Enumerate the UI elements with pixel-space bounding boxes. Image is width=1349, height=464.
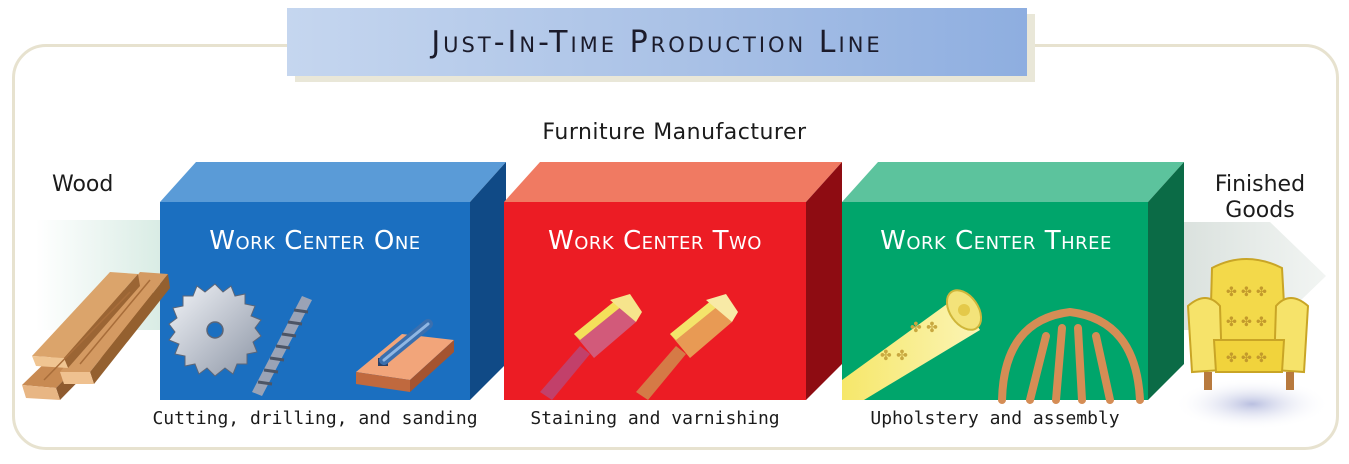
svg-text:✤ ✤ ✤: ✤ ✤ ✤	[1226, 315, 1267, 330]
sanding-block-icon	[356, 319, 454, 392]
diagram-title: Just-In-Time Production Line	[431, 24, 883, 60]
drill-bit-icon	[252, 296, 312, 396]
chair-frame-icon	[998, 307, 1144, 404]
wood-planks-icon	[22, 272, 170, 400]
subtitle: Furniture Manufacturer	[542, 120, 807, 145]
output-label-line-2: Goods	[1225, 198, 1295, 223]
work-center-two-title: Work Center Two	[548, 226, 762, 256]
saw-blade-icon	[168, 283, 262, 377]
paint-brush-icon	[540, 294, 642, 400]
svg-text:✤ ✤: ✤ ✤	[880, 348, 908, 364]
work-center-three-title: Work Center Three	[880, 226, 1112, 256]
output-label: Finished Goods	[1196, 172, 1324, 224]
chair-shadow	[1174, 378, 1330, 430]
svg-text:✤ ✤: ✤ ✤	[910, 320, 938, 336]
work-center-one-title: Work Center One	[209, 226, 421, 256]
varnish-brush-icon	[636, 294, 738, 400]
work-center-one-caption: Cutting, drilling, and sanding	[152, 408, 478, 429]
armchair-icon: ✤ ✤ ✤ ✤ ✤ ✤ ✤ ✤ ✤	[1186, 258, 1310, 390]
svg-text:✤ ✤ ✤: ✤ ✤ ✤	[1226, 351, 1267, 366]
work-center-two-caption: Staining and varnishing	[530, 408, 780, 429]
svg-text:✤ ✤ ✤: ✤ ✤ ✤	[1226, 285, 1267, 300]
work-center-three-caption: Upholstery and assembly	[870, 408, 1120, 429]
fabric-roll-icon: ✤ ✤ ✤ ✤	[842, 289, 983, 400]
input-label: Wood	[52, 172, 114, 197]
title-banner: Just-In-Time Production Line	[287, 8, 1027, 76]
output-label-line-1: Finished	[1214, 172, 1306, 197]
work-center-two-box	[504, 162, 842, 400]
